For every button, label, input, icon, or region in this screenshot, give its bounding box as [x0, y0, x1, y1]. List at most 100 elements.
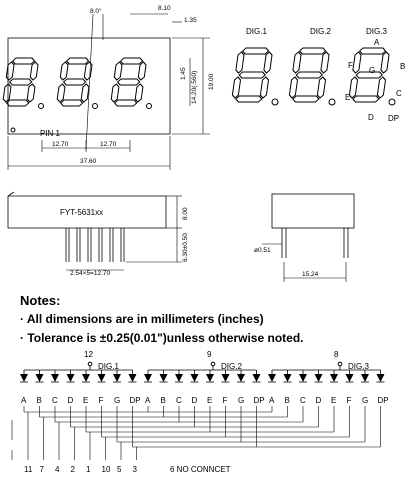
dim-pin-pitch-1: 12.70	[52, 141, 69, 148]
diode-icon	[66, 374, 75, 382]
side-view: FYT-5631xx 8.00 6.30±0.50 2.54×5=12.70	[7, 191, 189, 277]
seg-digit-2	[288, 47, 330, 103]
seg-letter-a: A	[374, 38, 380, 47]
diode-icon	[206, 374, 214, 382]
common-terminal	[210, 361, 216, 367]
segment-label-b: B	[285, 396, 290, 405]
common-pin-9: 9	[207, 350, 212, 359]
segment-label-c: C	[300, 396, 306, 405]
segment-label-dp: DP	[378, 396, 389, 405]
seg-letter-dp: DP	[388, 114, 399, 123]
bottom-pin-label: 4	[55, 465, 60, 474]
diode-icon	[190, 374, 199, 382]
diode-icon	[20, 374, 28, 382]
diode-icon	[252, 374, 261, 382]
segment-label-a: A	[145, 396, 151, 405]
end-view: ø0.51 15.24	[254, 193, 355, 282]
notes: Notes: · All dimensions are in millimete…	[20, 291, 400, 348]
bottom-pin-label: 10	[102, 465, 111, 474]
diode-icon	[237, 374, 245, 382]
diode-icon	[113, 374, 121, 382]
seg-digit-label-3: DIG.3	[366, 27, 387, 36]
diode-icon	[97, 374, 106, 382]
seg-digit-label-2: DIG.2	[310, 27, 331, 36]
segment-label-d: D	[316, 396, 322, 405]
diode-icon	[345, 374, 354, 382]
seg-letter-c: C	[396, 89, 402, 98]
diode-icon	[221, 374, 230, 382]
no-connect-note: 6 NO CONNCET	[170, 465, 231, 474]
common-label: DIG.3	[348, 362, 369, 371]
dim-pin-pitch-2: 12.70	[100, 141, 117, 148]
segment-label-e: E	[331, 396, 336, 405]
seg-digit-1	[231, 47, 273, 103]
dim-pin-dia: ø0.51	[254, 247, 271, 254]
segment-label-g: G	[362, 396, 368, 405]
common-label: DIG.1	[98, 362, 119, 371]
diode-icon	[283, 374, 292, 382]
bottom-pin-label: 3	[133, 465, 138, 474]
segment-label-dp: DP	[130, 396, 141, 405]
bottom-pin-label: 2	[71, 465, 76, 474]
seg-digit-label-1: DIG.1	[246, 27, 267, 36]
diode-icon	[159, 374, 168, 382]
seg-letter-f: F	[348, 61, 353, 70]
pin1-label: PIN 1	[40, 129, 61, 138]
dim-pitch: 8.10	[158, 5, 171, 12]
bottom-pin-label: 5	[117, 465, 122, 474]
dim-pin-spacing: 2.54×5=12.70	[70, 270, 111, 277]
common-terminal	[337, 361, 343, 367]
part-number: FYT-5631xx	[60, 208, 103, 217]
bottom-pin-label: 11	[24, 465, 33, 474]
side-pins	[65, 228, 125, 262]
diode-icon	[330, 374, 338, 382]
common-terminal	[87, 361, 93, 367]
front-digit-2	[56, 57, 93, 107]
dim-pin-length: 6.30±0.50	[182, 233, 189, 262]
seg-letter-b: B	[400, 62, 405, 71]
front-digit-1	[2, 57, 39, 107]
diode-icon	[128, 374, 137, 382]
front-view: PIN 1 8.0° 8.10 1.35 19.00 14.20(.560) 1…	[2, 5, 215, 170]
segment-label-g: G	[238, 396, 244, 405]
dim-angle: 8.0°	[90, 7, 102, 15]
front-dp-2	[92, 103, 98, 109]
common-pin-12: 12	[84, 350, 93, 359]
common-label: DIG.2	[221, 362, 242, 371]
segment-label-b: B	[37, 396, 42, 405]
diode-icon	[314, 374, 323, 382]
seg-digit-3	[348, 47, 390, 103]
segment-label-b: B	[161, 396, 166, 405]
dim-end-width: 15.24	[302, 271, 319, 278]
segment-label-d: D	[192, 396, 198, 405]
diode-icon	[268, 374, 276, 382]
segment-label-d: D	[68, 396, 74, 405]
diode-icon	[175, 374, 183, 382]
segment-label-a: A	[269, 396, 275, 405]
seg-letter-e: E	[345, 93, 350, 102]
notes-line-2: · Tolerance is ±0.25(0.01")unless otherw…	[20, 331, 304, 345]
segment-label-g: G	[114, 396, 120, 405]
diode-icon	[35, 374, 44, 382]
seg-letter-d: D	[368, 113, 374, 122]
bottom-pin-label: 1	[86, 465, 91, 474]
dim-seg-thick: 1.45	[180, 67, 187, 80]
diode-icon	[376, 374, 385, 382]
diode-icon	[144, 374, 152, 382]
pin1-marker	[10, 127, 16, 133]
segment-label-c: C	[176, 396, 182, 405]
notes-line-1: · All dimensions are in millimeters (inc…	[20, 312, 264, 326]
dim-digit-height: 14.20(.560)	[191, 71, 198, 104]
common-pin-8: 8	[334, 350, 339, 359]
segment-label-f: F	[223, 396, 228, 405]
diode-icon	[361, 374, 369, 382]
front-digit-3	[110, 57, 147, 107]
segment-label-dp: DP	[254, 396, 265, 405]
diode-icon	[82, 374, 90, 382]
segment-label-f: F	[99, 396, 104, 405]
display-body-outline	[7, 37, 171, 135]
dim-overall-width: 37.60	[80, 158, 97, 165]
notes-title: Notes:	[20, 293, 61, 308]
